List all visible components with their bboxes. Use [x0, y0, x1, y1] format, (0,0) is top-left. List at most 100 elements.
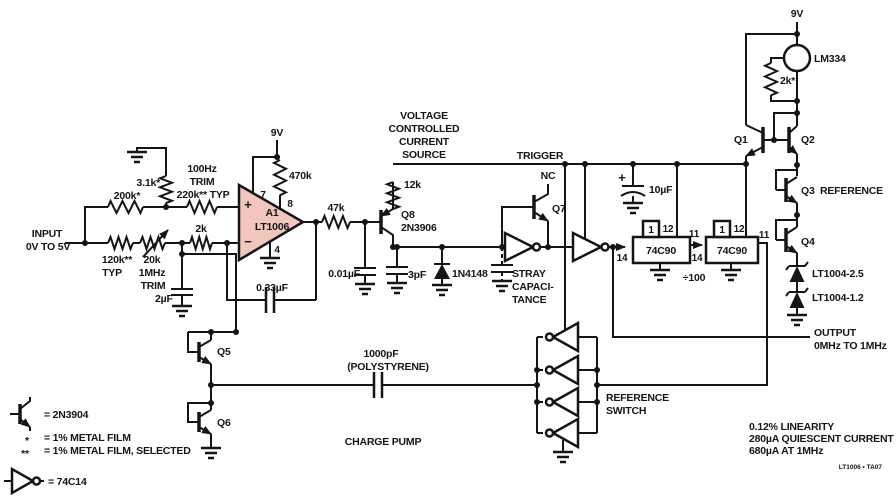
label-r220k: 220k** TYP — [177, 189, 230, 201]
label-c1000: 1000pF — [364, 348, 400, 360]
opamp-a1-symbol — [237, 182, 306, 263]
label-pin8: 8 — [287, 199, 293, 210]
label-legend-star: * — [25, 435, 30, 447]
label-note-3: 680µA AT 1MHz — [749, 445, 823, 457]
label-c10uf: 10µF — [649, 184, 673, 196]
label-opamp-part: LT1006 — [255, 221, 290, 233]
label-q7: Q7 — [552, 203, 566, 215]
label-ic2-part: 74C90 — [717, 245, 747, 257]
label-stray-2: CAPACI- — [512, 281, 554, 293]
label-q3: Q3 — [801, 185, 815, 197]
label-ic1-pin12: 12 — [663, 224, 674, 235]
label-nc: NC — [541, 170, 556, 182]
label-c10uf-plus: + — [618, 170, 626, 185]
label-ic2-pin1: 1 — [719, 225, 725, 236]
label-q8-part: 2N3906 — [401, 222, 437, 234]
label-vccs-1: VOLTAGE — [400, 110, 448, 122]
label-c033: 0.33µF — [256, 282, 288, 294]
label-q2: Q2 — [801, 134, 815, 146]
label-9v-opamp: 9V — [271, 127, 284, 139]
label-ic1-pin1: 1 — [648, 225, 654, 236]
label-legend-dstar: ** — [21, 448, 30, 460]
label-refswitch-1: REFERENCE — [606, 392, 669, 404]
label-trim-100hz: TRIM — [190, 176, 215, 188]
label-trim-1mhz: TRIM — [141, 280, 166, 292]
label-opamp-name: A1 — [265, 207, 278, 219]
counter-74c90-box-2 — [704, 219, 760, 265]
reference-switch-inverters — [544, 320, 580, 450]
label-trigger: TRIGGER — [517, 150, 564, 162]
label-z1: LT1004-2.5 — [812, 268, 864, 280]
label-legend-4: = 74C14 — [48, 476, 87, 488]
label-input-2: 0V TO 5V — [26, 241, 71, 253]
label-opamp-plus: + — [244, 197, 252, 212]
label-legend-1: = 2N3904 — [44, 409, 89, 421]
label-c3pf: 3pF — [408, 269, 427, 281]
zener-lt1004-1_2-symbol — [785, 287, 809, 308]
label-refswitch-2: SWITCH — [606, 405, 646, 417]
legend-symbols — [4, 397, 44, 496]
label-100hz: 100Hz — [187, 163, 216, 175]
label-c1000-note: (POLYSTYRENE) — [347, 361, 429, 373]
label-r12k: 12k — [404, 179, 421, 191]
pot-arrow-icon — [142, 229, 169, 258]
junction-dots — [82, 31, 800, 406]
label-r3k1: 3.1k* — [136, 177, 161, 189]
label-output-1: OUTPUT — [814, 327, 857, 339]
label-c001: 0.01µF — [328, 268, 360, 280]
counter-74c90-box-1 — [631, 219, 692, 265]
label-ic2-pin14: 14 — [692, 253, 703, 264]
label-pin4: 4 — [274, 245, 280, 256]
label-ic1-part: 74C90 — [646, 245, 676, 257]
label-q5: Q5 — [217, 346, 231, 358]
label-q1: Q1 — [734, 134, 748, 146]
text-labels: INPUT 0V TO 5V 120k** TYP 20k 1MHz TRIM … — [21, 8, 894, 488]
lm334-symbol — [782, 43, 812, 73]
label-stray-1: STRAY — [512, 268, 546, 280]
label-note-2: 280µA QUIESCENT CURRENT — [749, 433, 894, 445]
label-input-1: INPUT — [32, 228, 63, 240]
label-reference: REFERENCE — [820, 185, 883, 197]
label-z2: LT1004-1.2 — [812, 292, 864, 304]
legend-npn-icon — [10, 397, 31, 431]
inverter-icon — [503, 230, 542, 264]
label-pin7: 7 — [260, 190, 266, 201]
label-d1: 1N4148 — [452, 268, 488, 280]
label-q8: Q8 — [401, 209, 415, 221]
legend-inverter-icon — [4, 466, 44, 496]
label-typ: TYP — [102, 267, 122, 279]
label-ic1-pin11: 11 — [689, 229, 700, 240]
label-note-1: 0.12% LINEARITY — [749, 421, 834, 433]
label-r120k: 120k** — [102, 254, 133, 266]
label-q4: Q4 — [801, 236, 815, 248]
label-legend-3: = 1% METAL FILM, SELECTED — [44, 445, 191, 457]
label-9v-right: 9V — [791, 8, 804, 20]
label-chargepump: CHARGE PUMP — [345, 436, 422, 448]
label-r2k-star: 2k* — [780, 75, 796, 87]
label-ic2-pin11: 11 — [759, 230, 770, 241]
inverter-icon — [571, 230, 610, 264]
label-r200k: 200k* — [114, 190, 142, 202]
label-ic2-pin12: 12 — [734, 224, 745, 235]
resistors — [107, 62, 780, 258]
label-legend-2: = 1% METAL FILM — [44, 432, 131, 444]
label-r470k: 470k — [289, 170, 312, 182]
label-lm334: LM334 — [814, 53, 846, 65]
label-c2uf: 2µF — [155, 293, 173, 305]
label-vccs-2: CONTROLLED — [389, 123, 461, 135]
label-output-2: 0MHz TO 1MHz — [814, 340, 887, 352]
label-1mhz: 1MHz — [139, 267, 166, 279]
label-opamp-minus: − — [244, 234, 252, 249]
label-r20k: 20k — [144, 254, 161, 266]
label-vccs-3: CURRENT — [399, 136, 450, 148]
label-stray-3: TANCE — [512, 294, 547, 306]
label-r2k: 2k — [195, 223, 207, 235]
diode-1n4148-symbol — [434, 263, 450, 279]
label-docid: LT1006 • TA07 — [839, 464, 883, 471]
zener-lt1004-2_5-symbol — [785, 261, 809, 282]
label-div100: ÷100 — [683, 272, 706, 284]
label-r47k: 47k — [328, 202, 345, 214]
label-ic1-pin14: 14 — [617, 253, 628, 264]
